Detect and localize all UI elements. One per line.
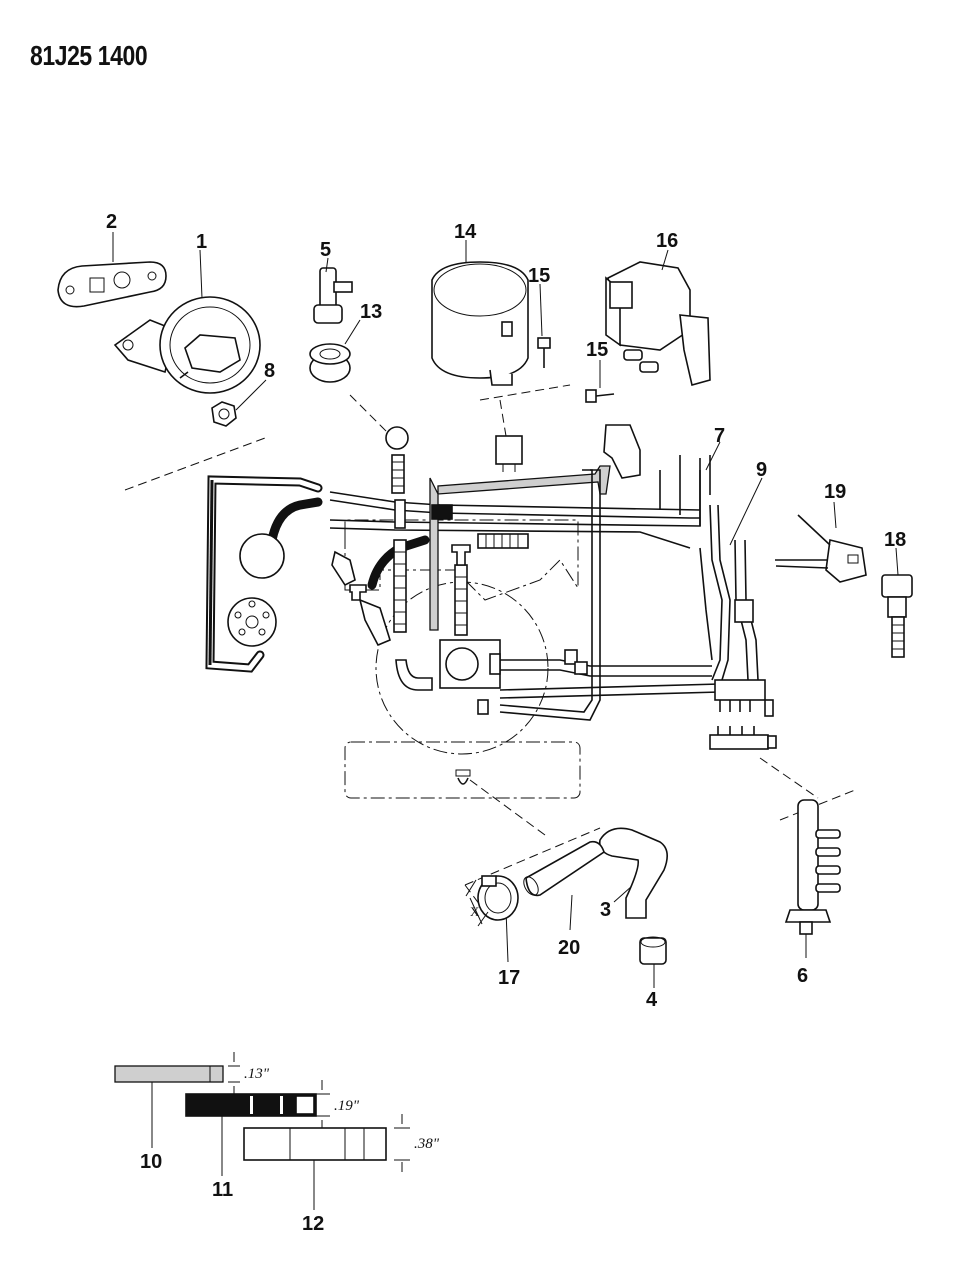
part-6-tvs-switch <box>784 799 841 935</box>
callout-17: 17 <box>498 967 520 989</box>
part-20-hose <box>523 840 605 897</box>
callout-5: 5 <box>320 239 331 261</box>
callout-13: 13 <box>360 301 382 323</box>
dim-hose-11: .19" <box>334 1098 360 1114</box>
part-3-elbow-hose <box>598 827 668 919</box>
part-14-canister <box>431 261 529 386</box>
black-hose-loop <box>205 475 430 673</box>
vacuum-harness <box>329 455 777 750</box>
leader-lines <box>112 232 899 988</box>
callout-19: 19 <box>824 481 846 503</box>
diagram-code: 81J25 1400 <box>30 40 148 71</box>
dim-hose-12: .38" <box>414 1136 440 1152</box>
callout-16: 16 <box>656 230 678 252</box>
callout-2: 2 <box>106 211 117 233</box>
part-8-nut <box>211 401 237 427</box>
part-13-grommet <box>309 343 351 383</box>
callout-11: 11 <box>212 1179 233 1201</box>
part-15-screw-upper <box>537 337 551 368</box>
part-5-valve <box>313 267 353 324</box>
callout-7: 7 <box>714 425 725 447</box>
hose-size-legend <box>114 1052 410 1210</box>
callout-6: 6 <box>797 965 808 987</box>
callout-15b: 15 <box>586 339 608 361</box>
callout-14: 14 <box>454 221 477 243</box>
part-18-temp-switch <box>881 574 913 658</box>
part-15-screw-lower <box>585 389 615 403</box>
callout-15a: 15 <box>528 265 550 287</box>
callout-1: 1 <box>196 231 207 253</box>
callout-12: 12 <box>302 1213 324 1235</box>
ribbed-hoses <box>331 426 529 691</box>
part-4-grommet <box>639 936 667 965</box>
callout-18: 18 <box>884 529 906 551</box>
part-1-egr-valve <box>113 296 261 394</box>
callout-20: 20 <box>558 937 580 959</box>
solenoid-bracket <box>495 424 641 479</box>
callout-10: 10 <box>140 1151 162 1173</box>
dim-clamp-x: X <box>470 904 480 919</box>
part-2-gasket <box>57 261 167 308</box>
dimension-labels: .13" .19" .38" X <box>244 904 480 1152</box>
part-19-sensor <box>775 514 867 583</box>
dim-hose-10: .13" <box>244 1066 270 1082</box>
callout-8: 8 <box>264 360 275 382</box>
callout-labels: 2 1 5 14 15 16 13 8 15 7 9 19 18 3 20 17… <box>106 211 906 1235</box>
control-valve <box>439 639 588 715</box>
part-17-clamp <box>465 875 519 927</box>
callout-4: 4 <box>646 989 658 1011</box>
callout-3: 3 <box>600 899 611 921</box>
callout-9: 9 <box>756 459 767 481</box>
part-16-solenoid <box>605 261 711 386</box>
